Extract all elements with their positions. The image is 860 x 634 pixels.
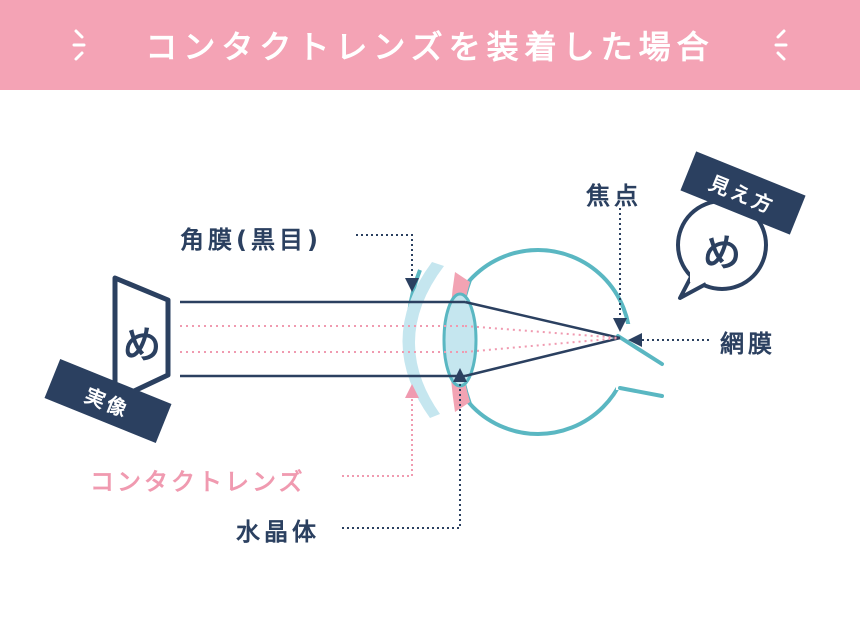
real-image-card — [112, 275, 171, 403]
sparkle-right-icon — [774, 29, 788, 61]
page-title: コンタクトレンズを装着した場合 — [145, 28, 715, 66]
label-crystalline-lens: 水晶体 — [236, 518, 320, 546]
label-contact-lens: コンタクトレンズ — [90, 468, 306, 496]
focus-arrow-icon — [613, 318, 627, 332]
real-image-glyph: め — [122, 323, 161, 367]
crystalline-lens-arrow-icon — [453, 368, 467, 382]
eyeball-icon — [406, 248, 632, 436]
speech-bubble-icon — [676, 199, 768, 300]
header-banner — [0, 0, 860, 90]
contact-lens-arrow-icon — [405, 384, 419, 398]
perceived-glyph: め — [702, 231, 741, 275]
retina-arrow-icon — [628, 333, 642, 347]
label-retina: 網膜 — [720, 330, 776, 358]
label-focus: 焦点 — [586, 182, 642, 210]
label-cornea: 角膜(黒目) — [180, 226, 322, 254]
cornea-arrow-icon — [405, 278, 419, 292]
sparkle-left-icon — [72, 29, 86, 61]
